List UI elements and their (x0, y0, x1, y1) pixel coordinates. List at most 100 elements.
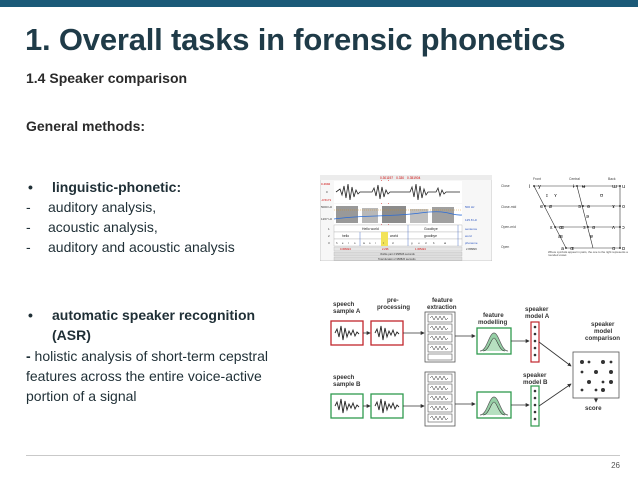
svg-text:ɵ: ɵ (587, 204, 590, 210)
tier-word-label: hello (342, 234, 349, 238)
vowel-chart-note: Where symbols appear in pairs, the one t… (548, 251, 628, 258)
bullet: • (28, 179, 33, 195)
tier-sentence-label: Hello world (362, 227, 379, 231)
svg-text:2: 2 (328, 234, 330, 238)
svg-text:b: b (433, 241, 435, 245)
svg-text:ɘ: ɘ (578, 204, 581, 210)
svg-text:500 Hz: 500 Hz (465, 205, 475, 209)
svg-text:ʊ: ʊ (600, 193, 603, 199)
chart-row-label: Open-mid (501, 225, 516, 229)
svg-text:ɶ: ɶ (570, 246, 574, 252)
svg-text:1267 Hz: 1267 Hz (321, 217, 333, 221)
svg-text:ai: ai (444, 241, 446, 245)
svg-text:1.305224: 1.305224 (415, 247, 426, 251)
svg-text:ə: ə (586, 214, 589, 220)
svg-text:125.8 Hz: 125.8 Hz (465, 218, 478, 222)
svg-text:ɒ: ɒ (622, 246, 625, 252)
dash-marker: - (26, 239, 31, 255)
praat-right-values: 500 Hz 125.8 Hz sentence word phoneme (465, 205, 478, 245)
page-number: 26 (611, 461, 620, 470)
svg-text:ɜ: ɜ (583, 225, 586, 231)
svg-text:o: o (369, 242, 371, 245)
waveform (334, 181, 462, 203)
tier-word-label: goodbye (424, 234, 437, 238)
svg-text:u: u (622, 184, 625, 190)
feature-extraction-a-stack (424, 311, 456, 363)
slide-title: 1. Overall tasks in forensic phonetics (25, 22, 566, 57)
svg-text:o: o (354, 242, 356, 245)
svg-text:2.958826: 2.958826 (466, 247, 477, 251)
dash-marker: - (26, 219, 31, 235)
chart-column-label: Central (569, 177, 580, 181)
footer-divider (26, 455, 620, 456)
svg-text:ɞ: ɞ (592, 225, 595, 231)
svg-text:l: l (348, 241, 349, 245)
svg-text:d: d (425, 241, 427, 245)
svg-text:w: w (363, 242, 365, 245)
vowel-symbols: i y ɨ ʉ ɯ u ɪ ʏ ʊ e ø ɘ ɵ ɤ o ə ɛ œ ɜ ɞ … (529, 184, 625, 252)
method-heading: linguistic-phonetic: (52, 179, 182, 195)
method-item: auditory and acoustic analysis (48, 239, 235, 255)
svg-text:l: l (383, 241, 384, 245)
svg-text:sentence: sentence (465, 227, 478, 231)
chart-column-label: Back (608, 177, 616, 181)
dash-marker: - (26, 199, 31, 215)
chart-row-label: Close-mid (501, 205, 516, 209)
svg-text:ɨ: ɨ (573, 184, 575, 190)
top-accent-bar (0, 0, 638, 7)
textgrid-tiers: Hello world Goodbye hello world goodbye … (333, 224, 463, 247)
svg-text:ɔ: ɔ (622, 225, 625, 231)
chart-row-label: Open (501, 245, 509, 249)
svg-text:2.236: 2.236 (382, 247, 389, 251)
svg-text:e: e (540, 204, 543, 210)
svg-text:0.4992: 0.4992 (321, 182, 331, 186)
slide-subtitle: 1.4 Speaker comparison (26, 70, 188, 86)
svg-text:i: i (529, 184, 530, 190)
feature-extraction-b-stack (424, 371, 456, 427)
svg-text:ʉ: ʉ (582, 184, 586, 190)
label-preprocessing: pre-processing (377, 297, 410, 311)
bullet: • (28, 307, 33, 323)
svg-text:ɪ: ɪ (546, 193, 548, 199)
svg-text:y: y (538, 184, 541, 190)
svg-text:-0.5171: -0.5171 (321, 198, 332, 202)
chart-column-label: Front (533, 177, 541, 181)
praat-visible-part: Visible part 2.958826 seconds (380, 252, 415, 256)
svg-text:d: d (392, 241, 394, 245)
ipa-vowel-chart: Front Central Back Close Close-mid Open-… (500, 175, 630, 261)
method-item: auditory analysis, (48, 199, 157, 215)
method-asr: • automatic speaker recognition (ASR) - … (26, 305, 286, 406)
tier-word-label: world (390, 234, 398, 238)
svg-text:ɐ: ɐ (590, 234, 593, 240)
svg-text:g: g (411, 242, 413, 245)
svg-text:phoneme: phoneme (465, 241, 478, 245)
svg-text:h: h (336, 241, 338, 245)
svg-text:ɛ: ɛ (550, 225, 553, 231)
method-item: acoustic analysis, (48, 219, 158, 235)
method-linguistic-phonetic: • linguistic-phonetic: - auditory analysi… (26, 177, 235, 257)
vowel-dots (533, 185, 621, 249)
praat-time-row: 0.306624 2.236 1.305224 2.958826 (340, 247, 477, 251)
svg-text:3: 3 (328, 241, 330, 245)
tier-phonemes: h e l o w o r l d g u d b ai (336, 241, 446, 245)
chart-row-label: Close (501, 184, 510, 188)
svg-text:e: e (342, 242, 344, 245)
svg-text:œ: œ (559, 225, 564, 231)
svg-text:ʏ: ʏ (554, 193, 557, 199)
praat-total-duration: Total duration 2.958826 seconds (378, 257, 416, 261)
svg-text:ɑ: ɑ (612, 246, 615, 252)
svg-text:u: u (418, 242, 420, 245)
svg-text:1: 1 (328, 227, 330, 231)
method-description: - holistic analysis of short-term cepstr… (26, 348, 268, 404)
svg-text:0.306624: 0.306624 (340, 247, 351, 251)
svg-text:æ: æ (558, 234, 563, 240)
svg-text:ʌ: ʌ (612, 225, 615, 231)
description-prefix: - (26, 348, 31, 364)
